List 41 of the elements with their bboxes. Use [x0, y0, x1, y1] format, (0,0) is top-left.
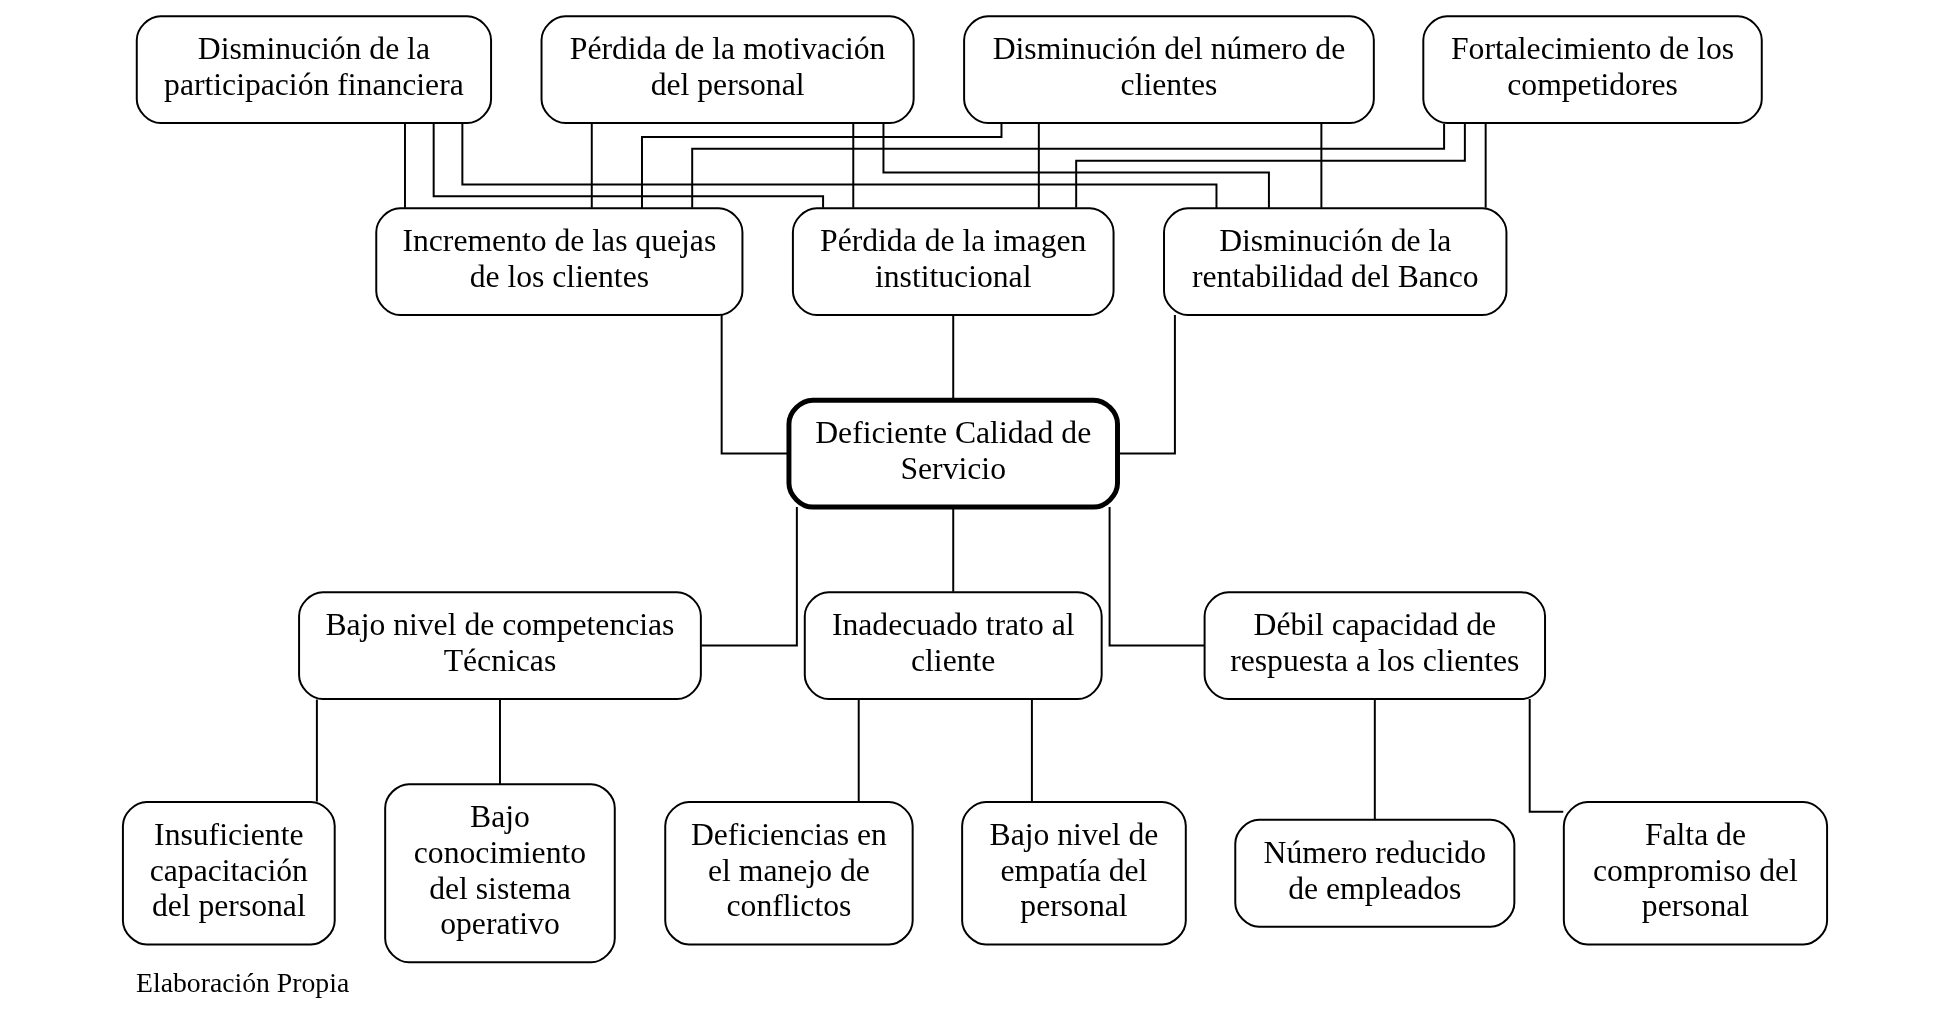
- node-box: Pérdida de la motivación del personal: [540, 15, 915, 125]
- connector: [404, 122, 406, 209]
- node-box: Bajo conocimiento del sistema operativo: [384, 783, 616, 964]
- connector: [691, 122, 1446, 209]
- connector: [952, 314, 955, 401]
- node-box: Fortalecimiento de los competidores: [1422, 15, 1763, 125]
- connector: [1320, 122, 1323, 209]
- connector: [590, 122, 593, 209]
- connector: [1030, 698, 1033, 803]
- caption: Elaboración Propia: [136, 967, 350, 999]
- node-box: Débil capacidad de respuesta a los clientes: [1203, 591, 1546, 701]
- connector: [1528, 698, 1565, 813]
- connector: [857, 698, 860, 803]
- connector: [461, 122, 1218, 209]
- connector: [852, 122, 855, 209]
- node-box: Número reducido de empleados: [1234, 818, 1516, 928]
- connector: [499, 698, 501, 786]
- node-box: Incremento de las quejas de los clientes: [375, 207, 744, 317]
- connector: [1075, 122, 1466, 209]
- node-box: Inadecuado trato al cliente: [803, 591, 1103, 701]
- node-box: Deficiente Calidad de Servicio: [786, 397, 1120, 510]
- node-box: Pérdida de la imagen institucional: [791, 207, 1115, 317]
- connector: [1037, 122, 1040, 209]
- connector: [1373, 698, 1376, 821]
- connector: [700, 506, 798, 647]
- connector: [432, 122, 825, 209]
- node-box: Deficiencias en el manejo de conflictos: [664, 801, 914, 946]
- node-box: Disminución del número de clientes: [963, 15, 1375, 125]
- node-box: Falta de compromiso del personal: [1562, 801, 1829, 946]
- node-box: Insuficiente capacitación del personal: [121, 801, 336, 946]
- node-box: Disminución de la participación financiera: [135, 15, 493, 125]
- connector: [720, 314, 790, 455]
- connector: [315, 698, 318, 803]
- connector: [641, 122, 1003, 209]
- connector: [1108, 506, 1206, 647]
- node-box: Bajo nivel de competencias Técnicas: [298, 591, 702, 701]
- node-box: Bajo nivel de empatía del personal: [961, 801, 1187, 946]
- connector: [952, 506, 955, 593]
- connector: [1484, 122, 1487, 209]
- connector: [882, 122, 1270, 209]
- node-box: Disminución de la rentabilidad del Banco: [1163, 207, 1508, 317]
